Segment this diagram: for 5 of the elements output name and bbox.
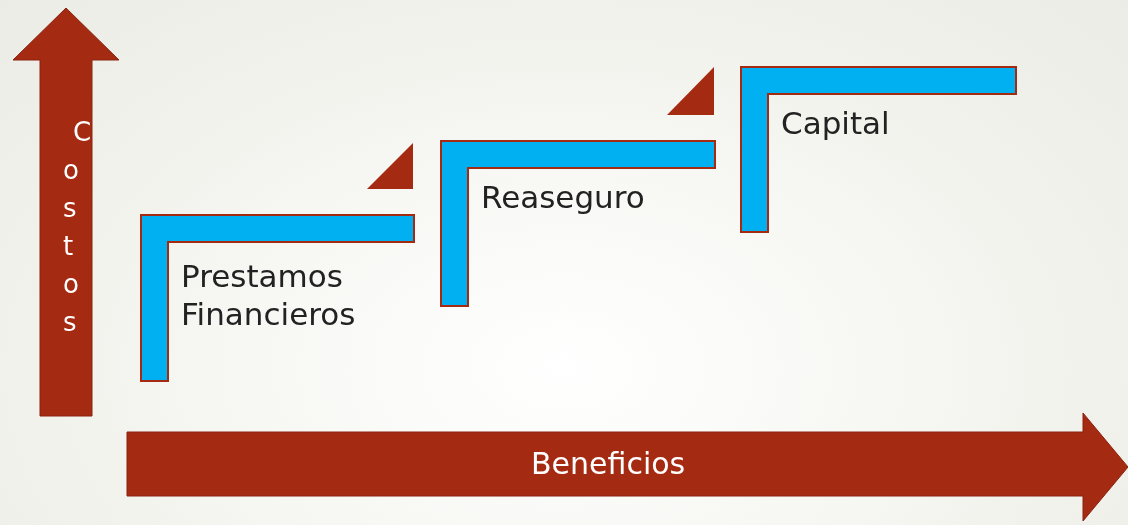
- axis-label: Beneficios: [531, 446, 686, 481]
- step-label: Reaseguro: [481, 179, 645, 215]
- step-label: Prestamos Financieros: [181, 257, 357, 333]
- step-label: Capital: [781, 105, 890, 141]
- axis-label: Costos: [63, 116, 93, 339]
